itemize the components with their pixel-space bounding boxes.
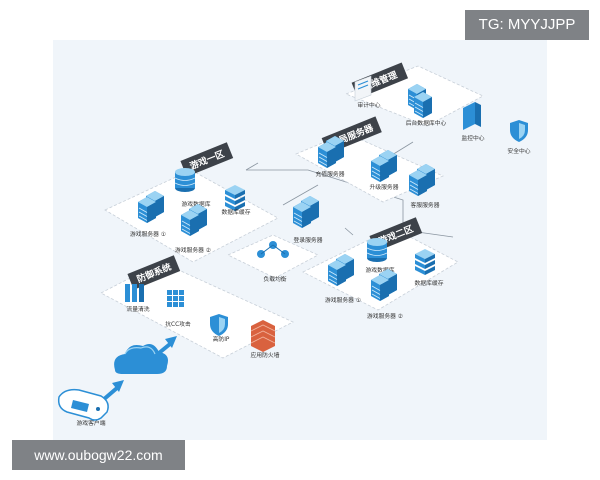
arrow-icon [101,380,124,402]
url-watermark: www.oubogw22.com [12,440,185,470]
zone2-server1-node: 游戏服务器 ① [325,254,361,304]
game-client-node: 游戏客户端 [57,388,109,427]
architecture-canvas: 运维管理 审计中心 后台数据库中心 监控中心 安全中心 全局服务器 [53,40,547,440]
architecture-diagram: 运维管理 审计中心 后台数据库中心 监控中心 安全中心 全局服务器 [57,62,531,427]
recharge-server-node: 充值服务器 [316,136,345,178]
load-balancer-node: 负载均衡 [257,241,289,283]
monitor-label: 监控中心 [461,134,484,142]
high-defense-ip-label: 高防IP [213,335,230,343]
audit-node: 审计中心 [354,75,381,109]
zone1-server1-label: 游戏服务器 ① [130,230,166,238]
recharge-label: 充值服务器 [316,170,345,178]
group-zone1: 游戏一区 游戏数据库 数据库缓存 游戏服务器 ① 游戏服务器 ② [130,142,251,254]
security-label: 安全中心 [507,147,530,155]
zone2-cache-node: 数据库缓存 [415,249,444,287]
upgrade-server-node: 升级服务器 [370,150,399,191]
audit-label: 审计中心 [357,101,380,109]
security-node: 安全中心 [507,120,531,155]
upgrade-label: 升级服务器 [370,183,399,191]
traffic-cleaning-node: 流量清洗 [125,284,150,313]
backend-db-label: 后台数据库中心 [406,119,447,127]
game-client-label: 游戏客户端 [77,419,106,427]
zone1-server2-node: 游戏服务器 ② [175,204,211,254]
gamepad-icon [57,388,109,421]
zone2-server2-label: 游戏服务器 ② [367,312,403,320]
high-defense-ip-node: 高防IP [210,314,230,343]
zone2-platform [302,227,459,311]
firewall-node: 应用防火墙 [251,320,280,359]
zone1-server1-node: 游戏服务器 ① [130,191,166,238]
firewall-label: 应用防火墙 [251,351,280,359]
arrow-icon [157,336,177,355]
anti-cc-node: 抗CC攻击 [165,290,191,328]
lb-platform [227,234,319,279]
zone1-db-node: 游戏数据库 [174,167,211,208]
anti-cc-label: 抗CC攻击 [165,320,191,328]
zone1-server2-label: 游戏服务器 ② [175,246,211,254]
zone2-server1-label: 游戏服务器 ① [325,296,361,304]
zone2-db-node: 游戏数据库 [366,237,395,274]
zone2-db-label: 游戏数据库 [366,266,395,274]
login-label: 登录服务器 [294,236,323,244]
zone2-server2-node: 游戏服务器 ② [367,269,403,320]
cloud-icon [114,344,168,374]
zone1-cache-node: 数据库缓存 [222,185,251,216]
tg-watermark: TG: MYYJJPP [465,10,589,40]
load-balancer-label: 负载均衡 [263,275,286,283]
support-server-node: 客服服务器 [409,164,440,209]
backend-db-node: 后台数据库中心 [406,83,447,127]
login-node: 登录服务器 [293,196,323,244]
support-label: 客服服务器 [411,201,440,209]
monitor-node: 监控中心 [461,102,485,142]
group-zone2: 游戏二区 游戏数据库 数据库缓存 游戏服务器 ① 游戏服务器 ② [325,217,444,320]
zone1-cache-label: 数据库缓存 [222,208,251,216]
zone1-db-label: 游戏数据库 [182,200,211,208]
traffic-cleaning-label: 流量清洗 [126,305,149,313]
zone2-cache-label: 数据库缓存 [415,279,444,287]
